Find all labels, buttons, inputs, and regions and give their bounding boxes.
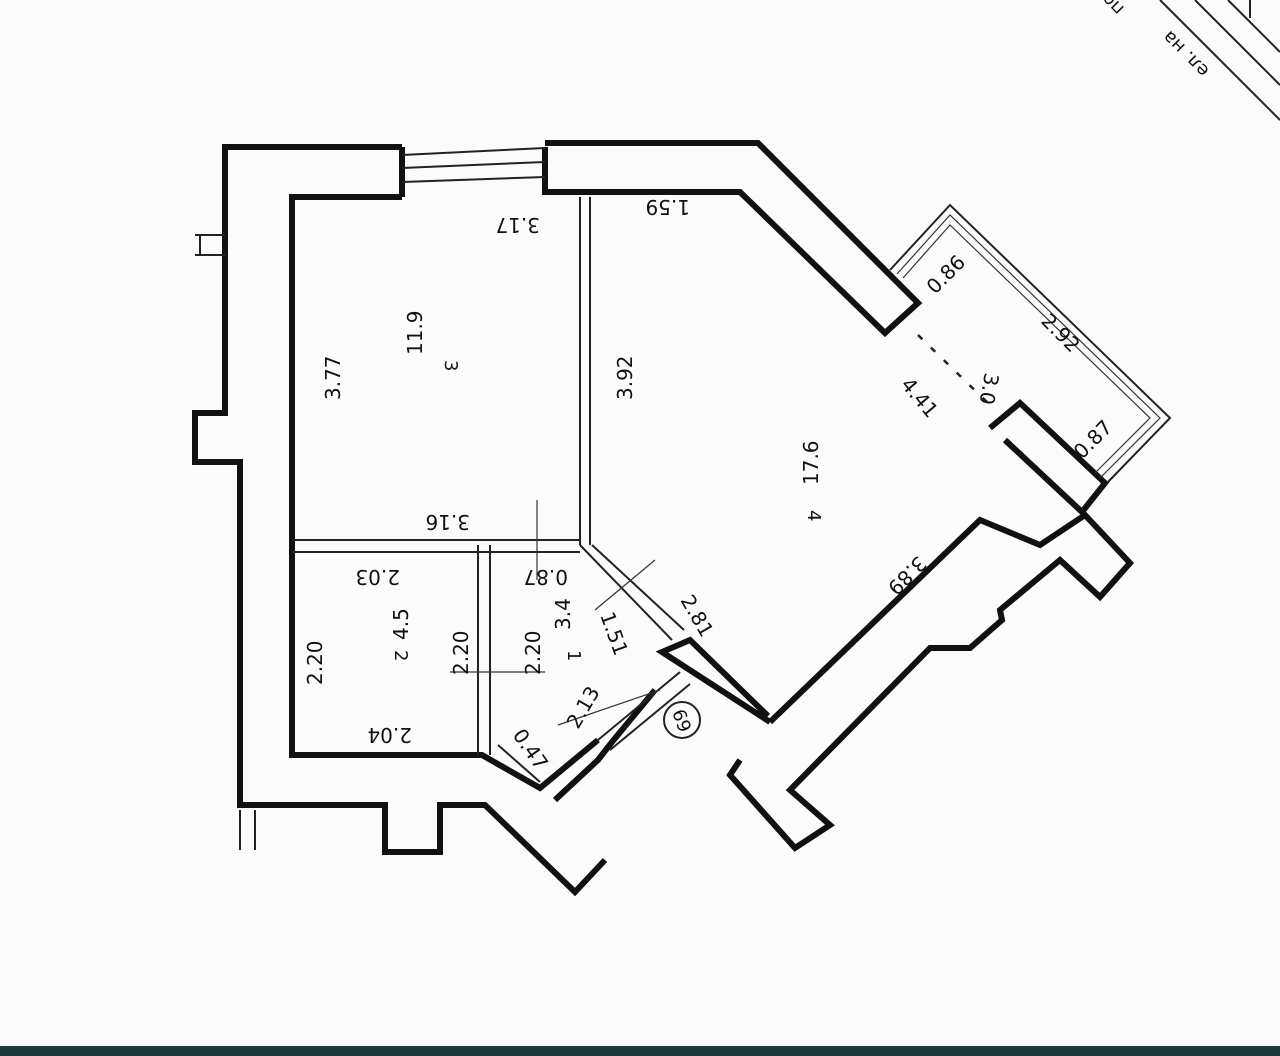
circle-marker: 69 [663, 701, 701, 739]
room-number-2: 2 [390, 650, 411, 661]
room-number-4: 4 [803, 510, 824, 521]
room-area-1: 3.4 [551, 598, 575, 630]
header-text-2: ел. на [1159, 26, 1214, 81]
room-area-3: 11.9 [403, 310, 427, 355]
bottom-bar [0, 1046, 1280, 1056]
outer-walls [192, 140, 1135, 897]
dimension-ticks [450, 500, 661, 726]
room-labels: 11.9 3 17.6 4 4.5 2 3.4 1 3.0 [389, 310, 1004, 661]
dim-220-b: 2.20 [449, 630, 473, 675]
dim-203: 2.03 [355, 565, 400, 589]
room-number-1: 1 [563, 650, 584, 661]
dim-047: 0.47 [508, 724, 553, 774]
dim-377: 3.77 [321, 355, 345, 400]
dim-151: 1.51 [595, 609, 633, 659]
dim-087-corr: 0.87 [523, 565, 568, 589]
dim-316: 3.16 [425, 510, 470, 534]
dim-159: 1.59 [645, 195, 690, 219]
room-area-2: 4.5 [389, 608, 413, 640]
dim-281: 2.81 [676, 591, 719, 642]
room-number-3: 3 [440, 360, 461, 371]
dim-392: 3.92 [613, 355, 637, 400]
header-table-fragment: поводна ел. на [1057, 0, 1280, 121]
window-left [195, 234, 256, 850]
header-text-1: поводна [1057, 0, 1128, 19]
dim-220-c: 2.20 [521, 630, 545, 675]
partitions [292, 197, 691, 783]
balcony [889, 203, 1172, 483]
room-area-4: 17.6 [799, 440, 823, 485]
dim-389: 3.89 [883, 551, 931, 599]
balcony-area: 3.0 [975, 371, 1004, 406]
dim-441: 4.41 [896, 373, 943, 423]
circle-marker-text: 69 [667, 707, 695, 736]
dim-220-a: 2.20 [303, 640, 327, 685]
dim-086: 0.86 [922, 250, 970, 298]
dim-317: 3.17 [495, 213, 540, 237]
dim-204: 2.04 [367, 723, 412, 747]
window-top [401, 147, 546, 183]
dimension-labels: 3.17 1.59 3.77 3.92 3.16 0.87 2.03 2.20 … [303, 195, 1117, 774]
dim-213: 2.13 [562, 682, 605, 733]
